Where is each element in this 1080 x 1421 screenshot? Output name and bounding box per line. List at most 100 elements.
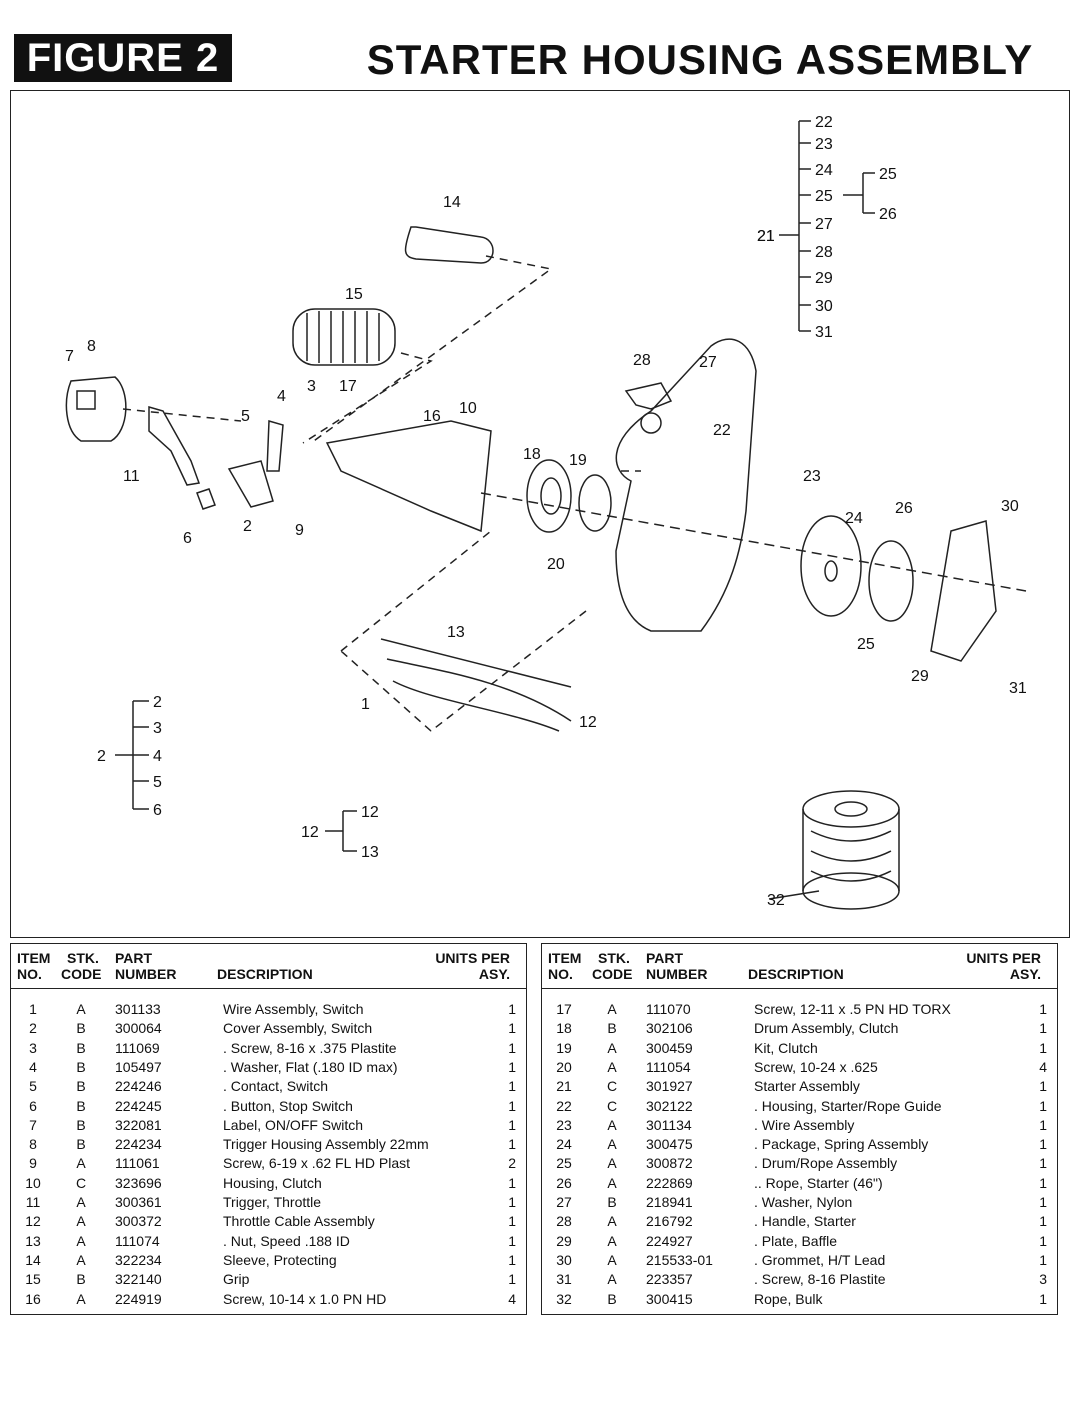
- bracket-child-g21: 24: [815, 162, 833, 179]
- callout-16: 16: [423, 408, 441, 425]
- cell-part: 111054: [646, 1058, 691, 1075]
- cell-desc: . Wire Assembly: [754, 1116, 855, 1133]
- cell-code: B: [76, 1039, 86, 1056]
- header-part: PART: [646, 950, 684, 966]
- callout-26: 26: [895, 500, 913, 517]
- cell-qty: 1: [1039, 1213, 1047, 1230]
- cell-item: 19: [556, 1039, 572, 1056]
- cell-item: 15: [25, 1271, 41, 1288]
- callout-31: 31: [1009, 680, 1027, 697]
- cell-item: 22: [556, 1097, 572, 1114]
- cell-code: B: [607, 1194, 617, 1210]
- cell-part: 300459: [646, 1039, 693, 1056]
- cell-desc: . Screw, 8-16 Plastite: [754, 1271, 886, 1288]
- cell-part: 111070: [646, 1001, 691, 1017]
- cell-qty: 4: [508, 1290, 516, 1307]
- cell-item: 2: [29, 1020, 37, 1037]
- cell-part: 111074: [115, 1232, 160, 1249]
- cell-qty: 1: [1039, 1020, 1047, 1037]
- cell-item: 18: [556, 1020, 572, 1037]
- cell-desc: Wire Assembly, Switch: [223, 1001, 364, 1017]
- cell-qty: 1: [508, 1136, 516, 1153]
- callout-7: 7: [65, 348, 74, 365]
- parts-table-left: ITEM NO. STK. CODE PART NUMBER DESCRIPTI…: [10, 943, 527, 1315]
- bracket-parent-g21: 21: [757, 228, 775, 245]
- cell-item: 6: [29, 1097, 37, 1114]
- cell-part: 322140: [115, 1271, 162, 1288]
- bracket-subchild-g21: 25: [879, 166, 897, 183]
- header-code: CODE: [61, 966, 102, 982]
- callout-2: 2: [243, 518, 252, 535]
- cell-desc: . Washer, Nylon: [754, 1194, 853, 1210]
- cell-code: A: [607, 1232, 617, 1249]
- cell-item: 30: [556, 1251, 572, 1268]
- bracket-child-g21: 30: [815, 298, 833, 315]
- cell-part: 111061: [115, 1155, 160, 1172]
- bracket-child-g21: 25: [815, 188, 833, 205]
- bracket-parent-g2: 2: [97, 748, 106, 765]
- bracket-subchild-g21: 26: [879, 206, 897, 223]
- cell-item: 3: [29, 1039, 37, 1056]
- cell-qty: 1: [508, 1116, 516, 1133]
- cell-part: 224246: [115, 1078, 162, 1095]
- cell-qty: 3: [1039, 1271, 1047, 1288]
- cell-part: 111069: [115, 1039, 160, 1056]
- callout-29: 29: [911, 668, 929, 685]
- cell-item: 13: [25, 1232, 41, 1249]
- callout-4: 4: [277, 388, 286, 405]
- cell-part: 300361: [115, 1194, 162, 1210]
- callout-18: 18: [523, 446, 541, 463]
- cell-item: 31: [556, 1271, 572, 1288]
- cell-qty: 1: [1039, 1232, 1047, 1249]
- header-asy: ASY.: [1009, 966, 1041, 982]
- header-description: DESCRIPTION: [217, 966, 313, 982]
- header-item: ITEM: [17, 950, 51, 966]
- cell-item: 26: [556, 1174, 572, 1191]
- cell-part: 301134: [646, 1116, 692, 1133]
- bracket-parent-g12: 12: [301, 824, 319, 841]
- cell-qty: 1: [508, 1039, 516, 1056]
- cell-code: A: [607, 1174, 617, 1191]
- cell-item: 8: [29, 1136, 37, 1153]
- cell-item: 24: [556, 1136, 572, 1153]
- callout-21: 21: [757, 228, 775, 245]
- cell-item: 27: [556, 1194, 572, 1210]
- cell-item: 14: [25, 1251, 41, 1268]
- bracket-child-g2: 4: [153, 748, 162, 765]
- callout-13: 13: [447, 624, 465, 641]
- cell-desc: Grip: [223, 1271, 250, 1288]
- cell-item: 11: [25, 1194, 41, 1210]
- header-number: NUMBER: [115, 966, 177, 982]
- cell-desc: Cover Assembly, Switch: [223, 1020, 373, 1037]
- cell-desc: Starter Assembly: [754, 1078, 860, 1095]
- header-part: PART: [115, 950, 153, 966]
- cell-item: 25: [556, 1155, 572, 1172]
- cell-desc: Throttle Cable Assembly: [223, 1213, 375, 1230]
- cell-desc: Screw, 10-24 x .625: [754, 1058, 878, 1075]
- header-item-no: NO.: [548, 966, 573, 982]
- cell-item: 28: [556, 1213, 572, 1230]
- callout-1: 1: [361, 696, 370, 713]
- cell-qty: 1: [1039, 1078, 1047, 1095]
- header-units-per: UNITS PER: [435, 950, 510, 966]
- cell-qty: 1: [1039, 1290, 1047, 1307]
- callout-11: 11: [123, 468, 140, 485]
- page-title: STARTER HOUSING ASSEMBLY: [366, 36, 1034, 83]
- cell-qty: 1: [1039, 1155, 1047, 1172]
- cell-code: A: [607, 1136, 617, 1153]
- callout-32: 32: [767, 892, 785, 909]
- bracket-child-g21: 28: [815, 244, 833, 261]
- callout-8: 8: [87, 338, 96, 355]
